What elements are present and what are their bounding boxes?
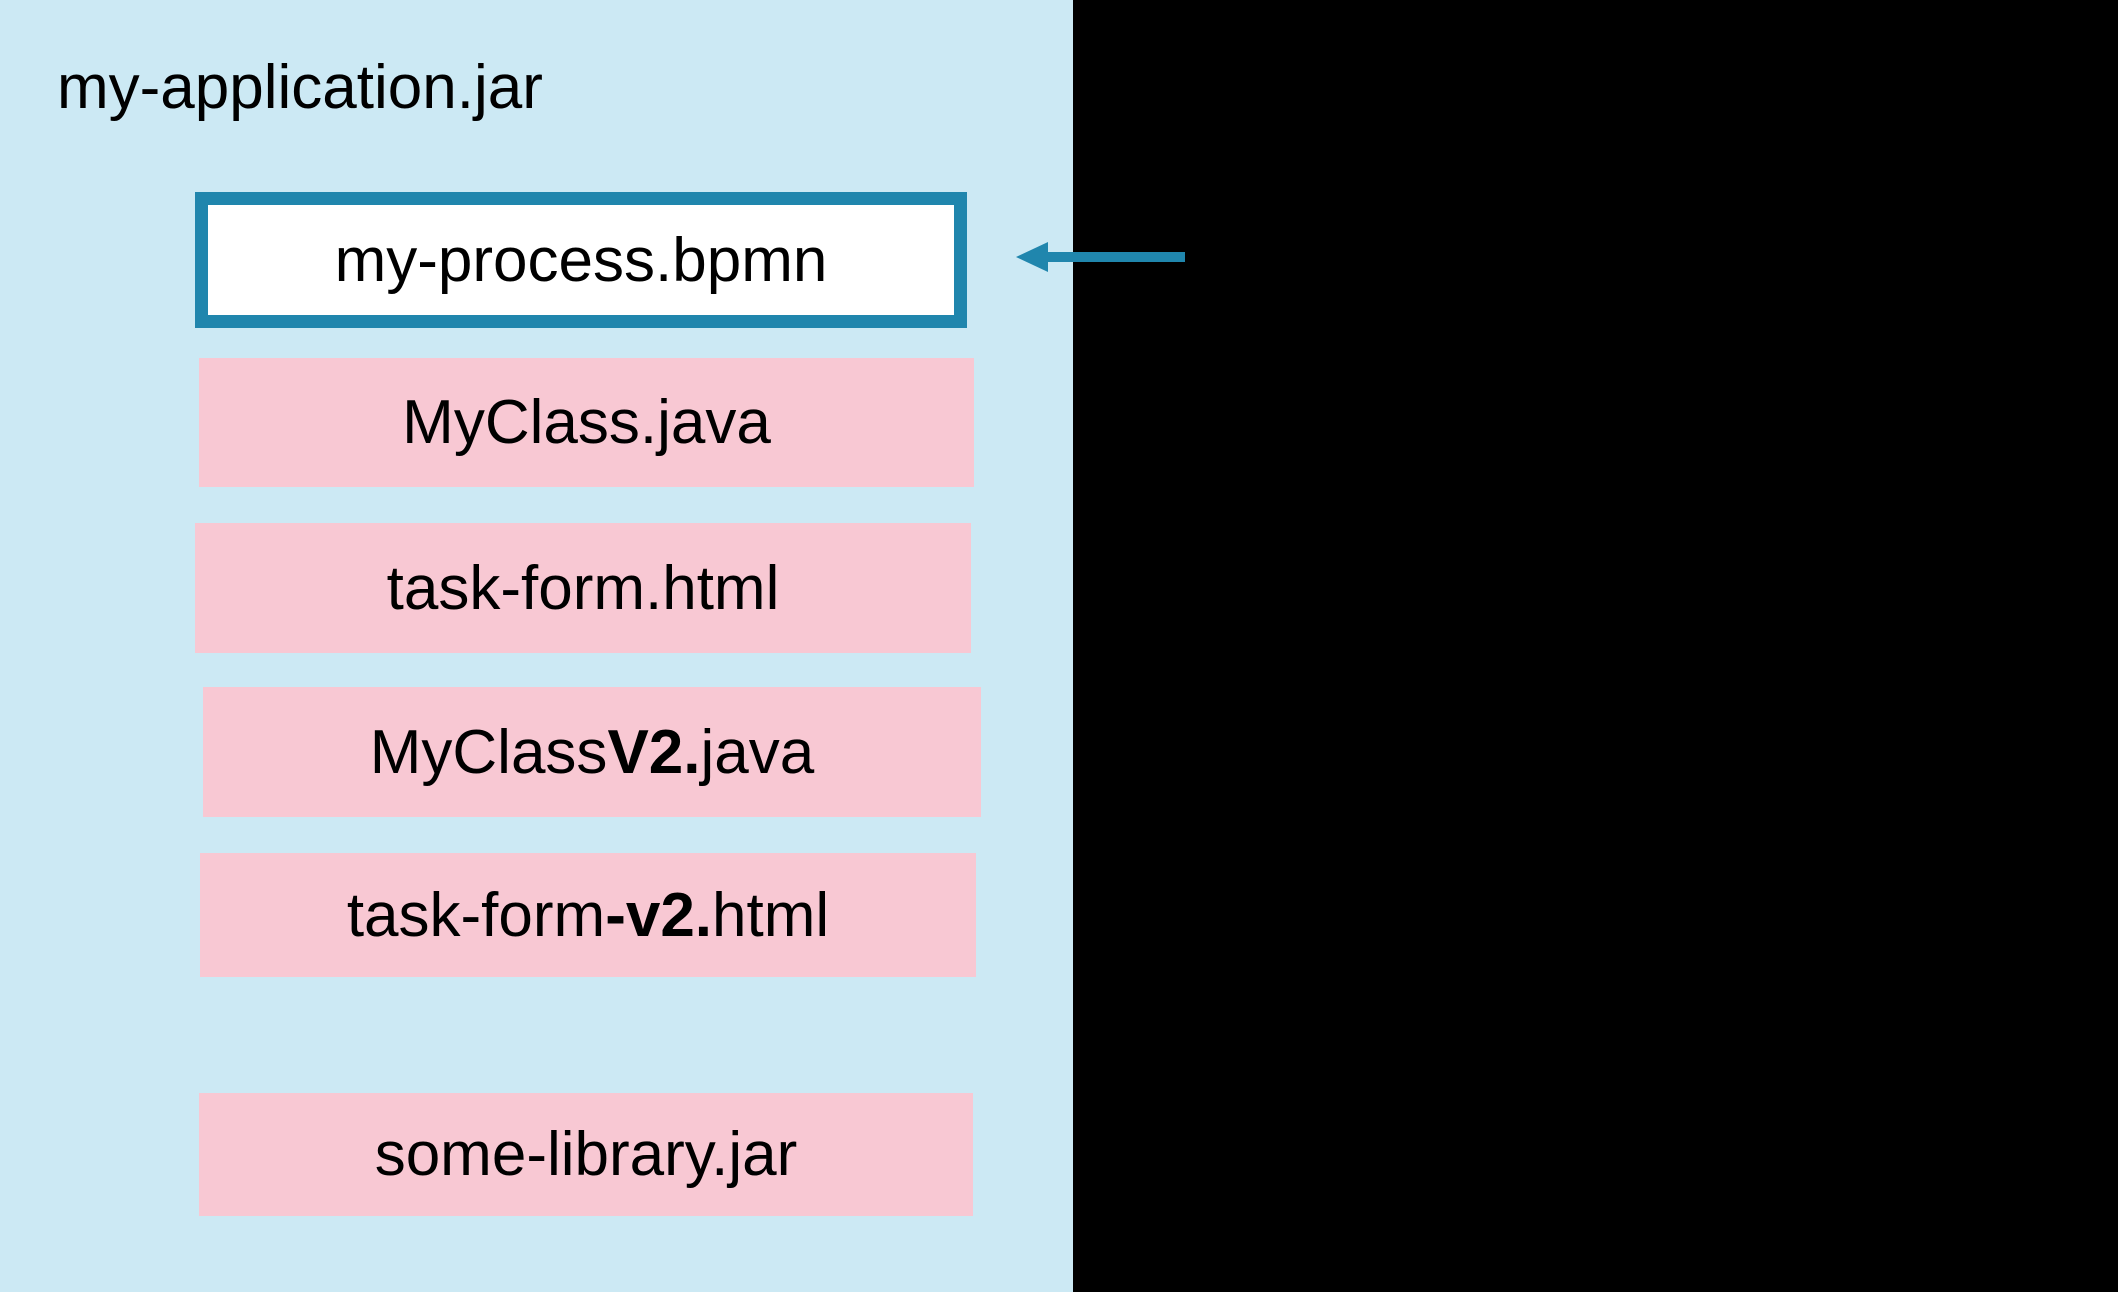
file-label-segment: task-form — [346, 880, 606, 950]
file-label-segment: html — [712, 880, 830, 950]
file-label-segment: MyClass.java — [402, 388, 771, 457]
jar-container-panel: my-application.jar my-process.bpmn MyCla… — [0, 0, 1073, 1292]
file-label-segment: MyClass — [369, 717, 608, 787]
file-box-my-process-bpmn: my-process.bpmn — [195, 192, 967, 328]
file-box-some-library-jar: some-library.jar — [199, 1093, 973, 1216]
file-box-myclass-java: MyClass.java — [199, 358, 974, 487]
file-label-segment: java — [700, 717, 815, 787]
file-label-segment: V2. — [607, 717, 701, 787]
file-box-task-form-v2-html: task-form-v2.html — [200, 853, 976, 977]
file-label-segment: task-form.html — [386, 553, 780, 623]
file-label-my-process-bpmn: my-process.bpmn — [334, 225, 828, 295]
file-label-segment: -v2. — [605, 880, 713, 950]
left-arrow-icon — [1016, 242, 1185, 272]
file-label-segment: some-library.jar — [374, 1120, 798, 1189]
file-box-task-form-html: task-form.html — [195, 523, 971, 653]
jar-title: my-application.jar — [57, 53, 543, 122]
